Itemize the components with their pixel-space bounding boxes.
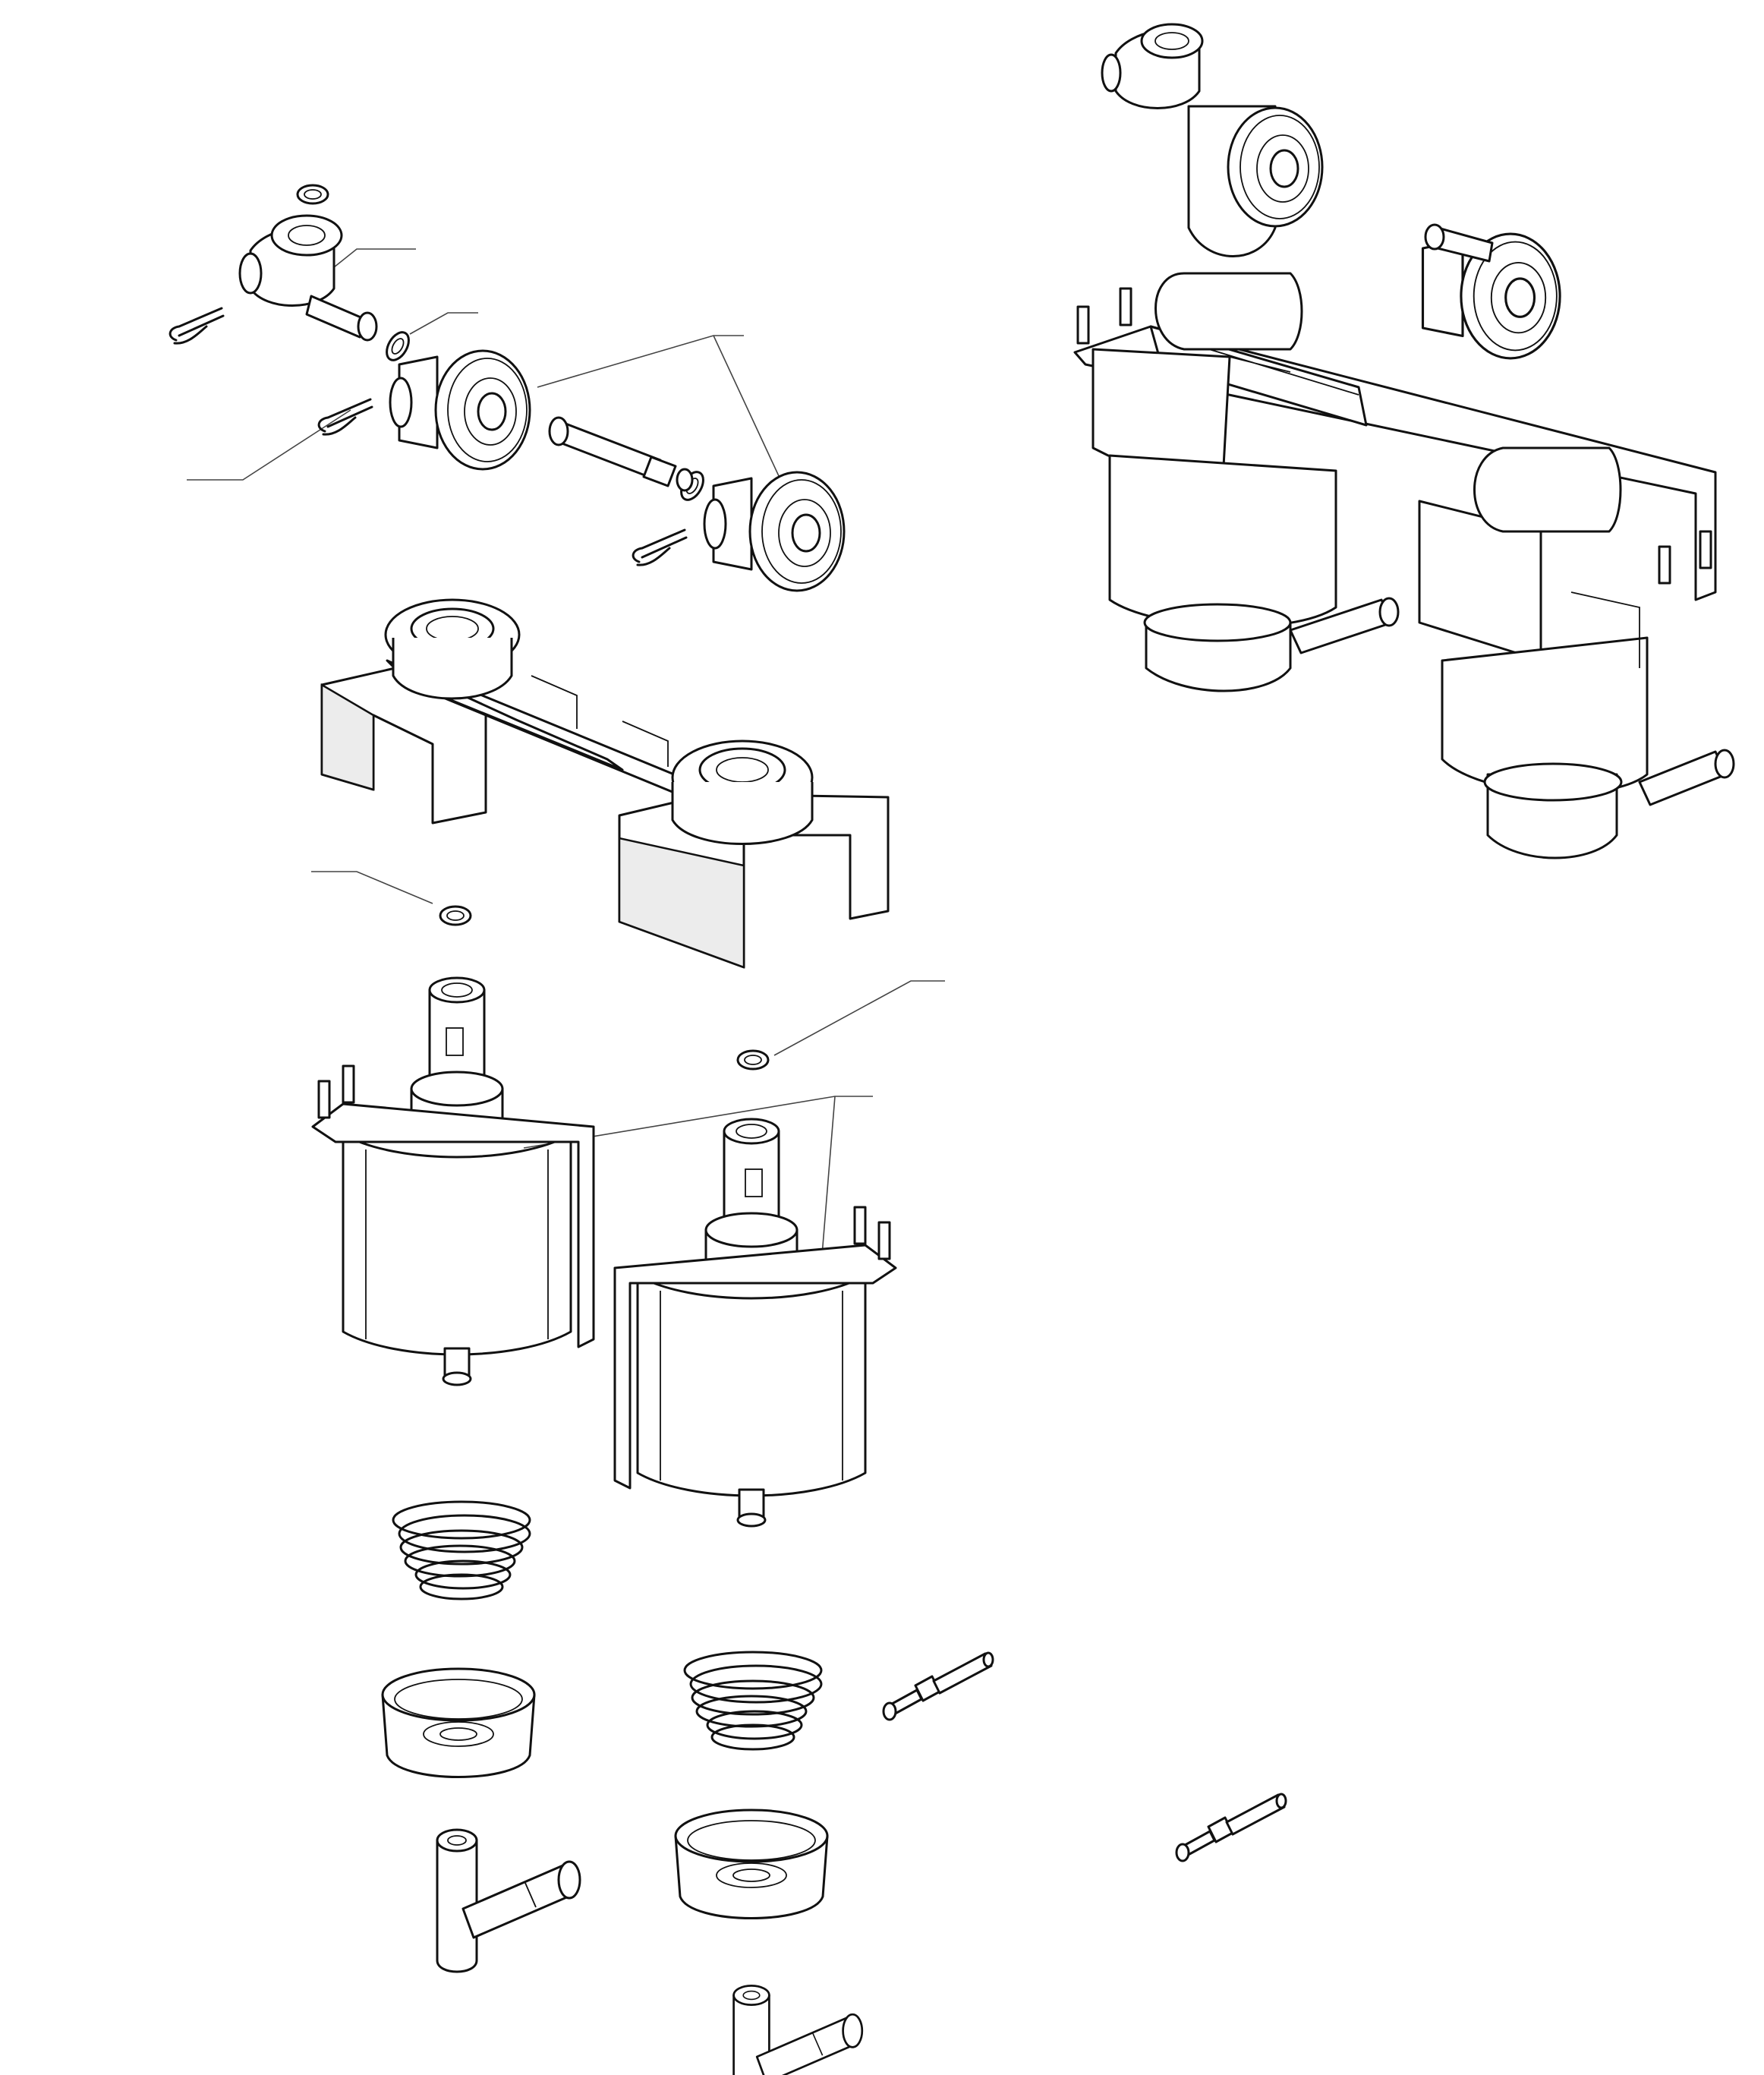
- assembled-pump-unit: [1073, 23, 1735, 859]
- hose-barb-1: [882, 1651, 994, 1721]
- spring-left: [392, 1500, 531, 1600]
- pump-bracket: [320, 598, 890, 969]
- o-ring-right: [736, 1049, 770, 1071]
- valve-cap-right: [703, 471, 846, 592]
- hose-barb-2: [1175, 1793, 1287, 1862]
- o-ring-bracket: [439, 905, 472, 926]
- valve-cap-left: [389, 349, 531, 471]
- o-ring-mid-1: [381, 327, 414, 365]
- spring-right: [683, 1651, 823, 1751]
- retaining-clip-3: [632, 528, 688, 566]
- retaining-clip-2: [317, 398, 373, 436]
- connector-pipe: [548, 416, 694, 492]
- vibration-pump-right: [613, 1118, 897, 1528]
- elbow-fitting-left: [436, 1828, 581, 1973]
- damper-cup-left: [381, 1667, 536, 1778]
- retaining-clip-1: [169, 307, 225, 345]
- leader-lines: [187, 248, 945, 1284]
- damper-cup-right: [674, 1809, 829, 1919]
- vibration-pump-left: [311, 976, 595, 1386]
- t-fitting-upper: [238, 214, 378, 342]
- o-ring-small-top: [296, 184, 329, 205]
- elbow-fitting-right: [732, 1985, 864, 2075]
